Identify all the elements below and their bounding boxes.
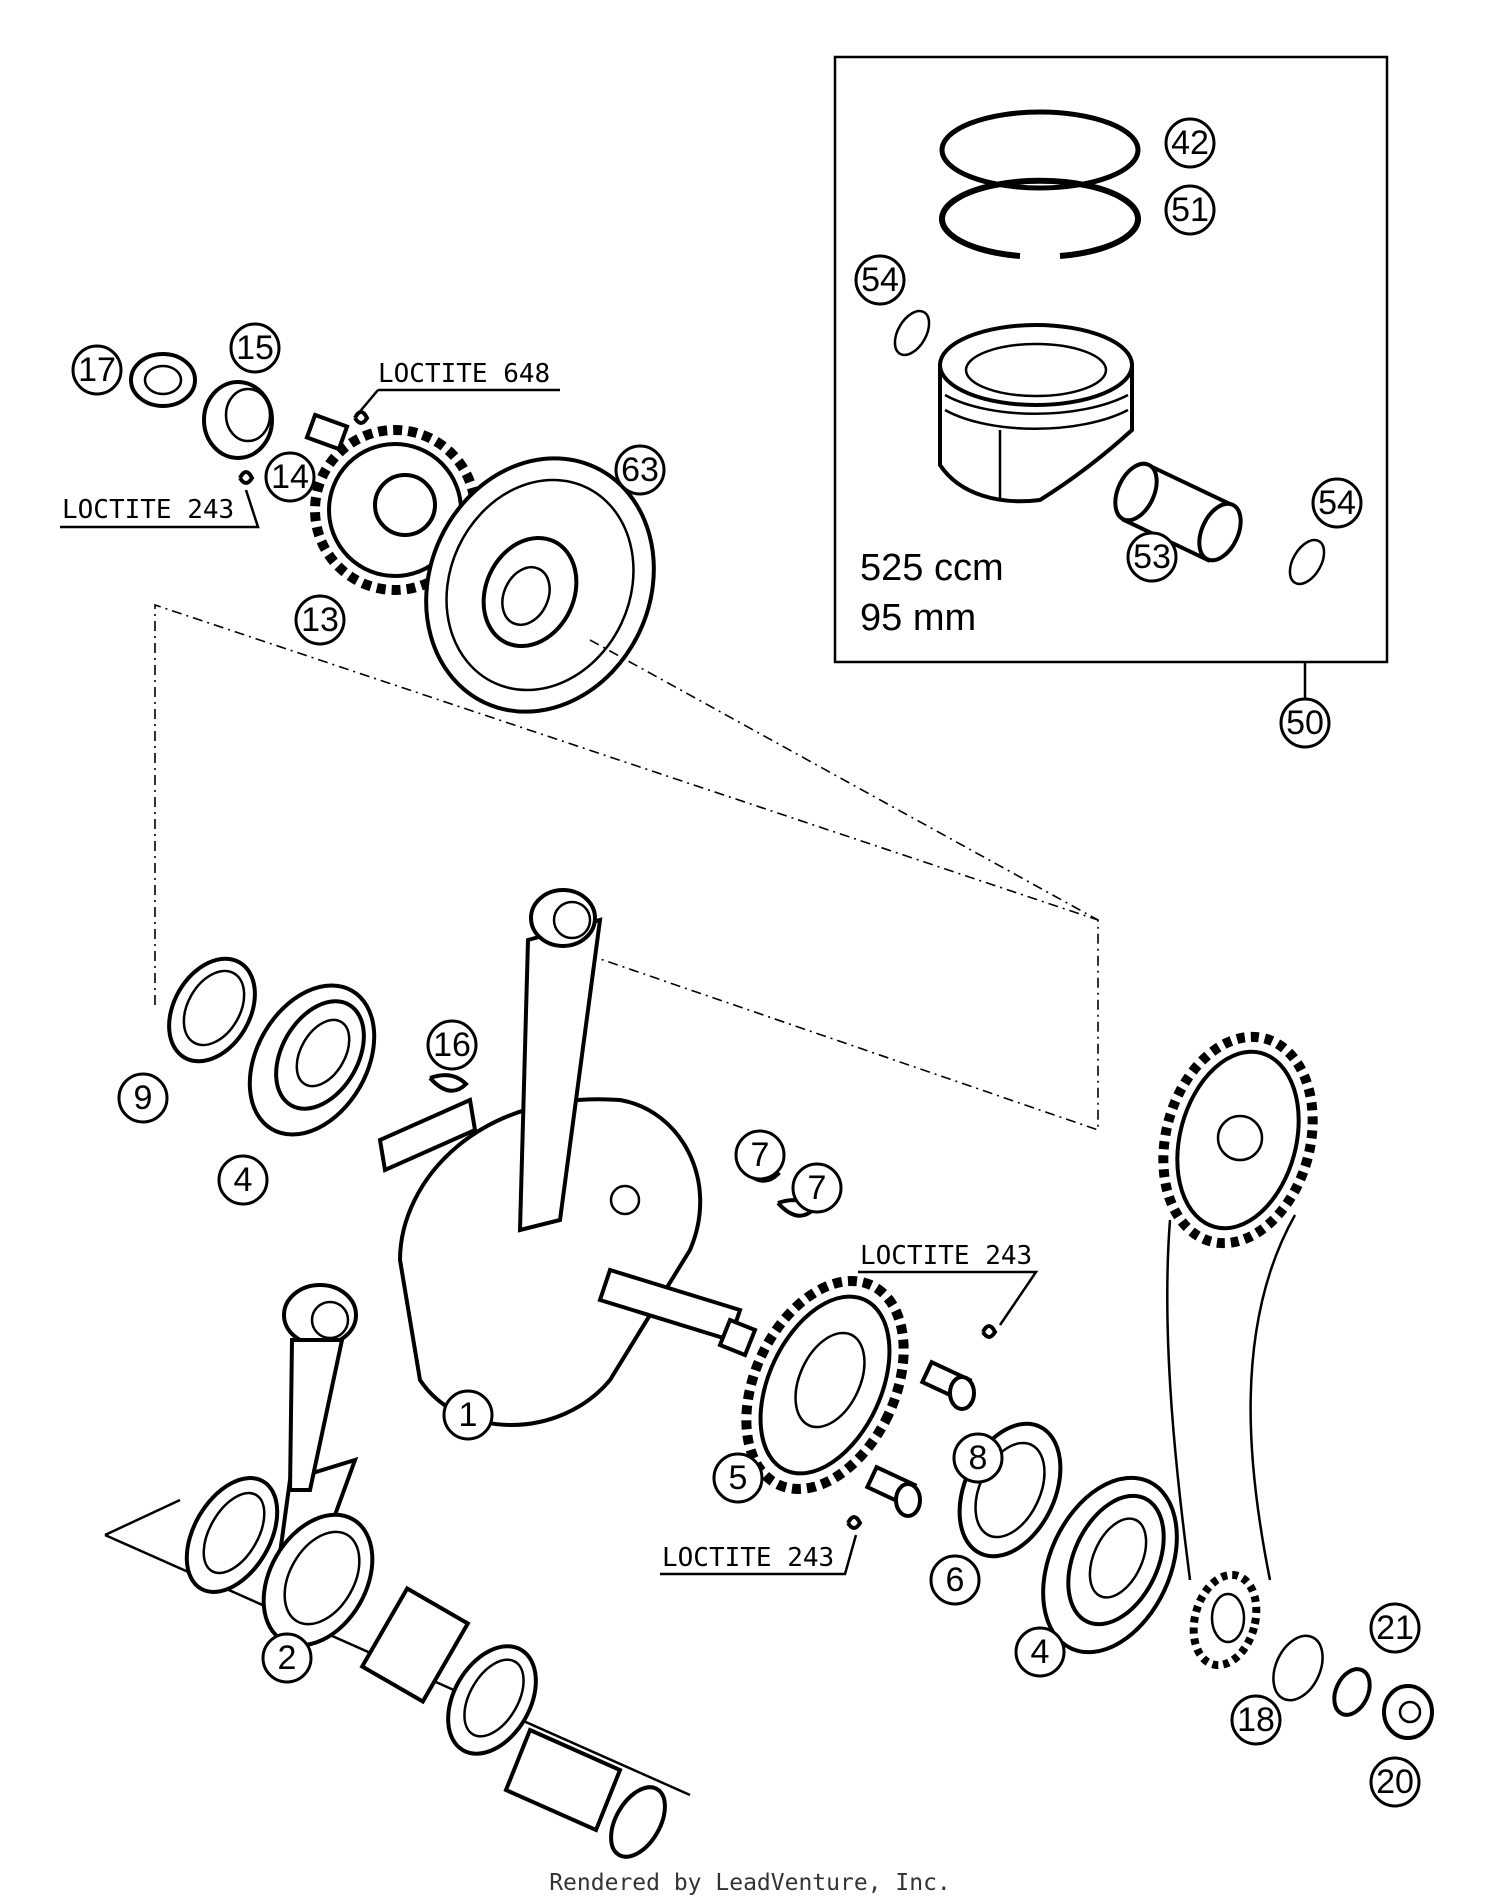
svg-text:7: 7 xyxy=(808,1169,827,1207)
key-16 xyxy=(428,1073,469,1093)
svg-text:8: 8 xyxy=(969,1439,988,1477)
svg-text:1: 1 xyxy=(459,1396,478,1434)
svg-text:5: 5 xyxy=(729,1459,748,1497)
svg-text:4: 4 xyxy=(1031,1633,1050,1671)
piston-pin-circlip-lower xyxy=(1288,538,1326,586)
nut-20 xyxy=(1382,1684,1434,1740)
part-label-4-left: 4 xyxy=(217,1154,269,1206)
screw-14 xyxy=(238,410,370,485)
alignment-lines xyxy=(154,603,1099,1132)
part-label-7-a: 7 xyxy=(734,1129,786,1181)
screw-8 xyxy=(846,1324,998,1530)
part-label-2: 2 xyxy=(261,1632,313,1684)
flywheel-63 xyxy=(424,456,656,714)
svg-text:13: 13 xyxy=(301,601,339,639)
svg-text:20: 20 xyxy=(1376,1763,1414,1801)
seal-9 xyxy=(167,956,257,1064)
part-label-15: 15 xyxy=(229,322,281,374)
piston-ring-51 xyxy=(939,177,1141,259)
svg-text:14: 14 xyxy=(271,458,309,496)
svg-text:18: 18 xyxy=(1237,1701,1275,1739)
part-label-54-lower: 54 xyxy=(1311,477,1363,529)
callout-loctite-648: LOCTITE 648 xyxy=(378,359,550,389)
svg-text:16: 16 xyxy=(433,1026,471,1064)
part-label-51: 51 xyxy=(1164,184,1216,236)
crankshaft xyxy=(377,1097,758,1427)
part-label-14: 14 xyxy=(264,451,316,503)
piston-kit-bore: 95 mm xyxy=(860,597,976,639)
part-label-54-upper: 54 xyxy=(854,254,906,306)
piston-pin-circlip-upper xyxy=(893,309,931,357)
callout-leaders xyxy=(60,388,1039,1576)
circlip-18 xyxy=(1272,1634,1324,1702)
part-label-17: 17 xyxy=(71,344,123,396)
footer-credit: Rendered by LeadVenture, Inc. xyxy=(549,1870,951,1896)
svg-text:6: 6 xyxy=(946,1561,965,1599)
part-label-53: 53 xyxy=(1126,531,1178,583)
main-bearing-4-left xyxy=(247,983,377,1137)
part-label-4-right: 4 xyxy=(1014,1626,1066,1678)
part-label-9: 9 xyxy=(117,1072,169,1124)
part-label-42: 42 xyxy=(1164,117,1216,169)
svg-text:2: 2 xyxy=(278,1639,297,1677)
svg-text:42: 42 xyxy=(1171,124,1209,162)
svg-text:7: 7 xyxy=(751,1136,770,1174)
bushing-15 xyxy=(202,380,274,460)
svg-text:63: 63 xyxy=(621,451,659,489)
part-label-5: 5 xyxy=(712,1452,764,1504)
part-label-7-b: 7 xyxy=(791,1162,843,1214)
svg-text:51: 51 xyxy=(1171,191,1209,229)
svg-text:17: 17 xyxy=(78,351,116,389)
svg-text:21: 21 xyxy=(1376,1609,1414,1647)
piston-ring-42 xyxy=(939,109,1141,191)
washer-21 xyxy=(1332,1667,1372,1717)
svg-text:9: 9 xyxy=(134,1079,153,1117)
svg-text:15: 15 xyxy=(236,329,274,367)
part-label-21: 21 xyxy=(1369,1602,1421,1654)
piston-pin xyxy=(1113,461,1243,563)
bearing-17 xyxy=(129,352,197,408)
gear-5 xyxy=(741,1276,909,1494)
callout-loctite-243-left: LOCTITE 243 xyxy=(62,495,234,525)
piston xyxy=(938,323,1134,504)
part-label-50: 50 xyxy=(1279,697,1331,749)
svg-text:54: 54 xyxy=(1318,484,1356,522)
main-bearing-4-right xyxy=(1041,1475,1179,1655)
svg-text:53: 53 xyxy=(1133,538,1171,576)
part-label-16: 16 xyxy=(426,1019,478,1071)
part-label-18: 18 xyxy=(1230,1694,1282,1746)
piston-kit-box xyxy=(833,55,1389,700)
callout-loctite-243-right-bottom: LOCTITE 243 xyxy=(662,1543,834,1573)
timing-chain-sprockets xyxy=(1158,1031,1318,1670)
part-label-20: 20 xyxy=(1369,1756,1421,1808)
callout-loctite-243-right-top: LOCTITE 243 xyxy=(860,1241,1032,1271)
piston-kit-displacement: 525 ccm xyxy=(860,547,1004,589)
connecting-rod-upper xyxy=(517,888,603,1233)
part-label-1: 1 xyxy=(442,1389,494,1441)
part-label-8: 8 xyxy=(952,1432,1004,1484)
conrod-kit-2 xyxy=(104,1283,691,1859)
svg-text:4: 4 xyxy=(234,1161,253,1199)
part-label-13: 13 xyxy=(294,594,346,646)
part-label-63: 63 xyxy=(614,444,666,496)
svg-text:54: 54 xyxy=(861,261,899,299)
svg-text:50: 50 xyxy=(1286,704,1324,742)
part-label-6: 6 xyxy=(929,1554,981,1606)
